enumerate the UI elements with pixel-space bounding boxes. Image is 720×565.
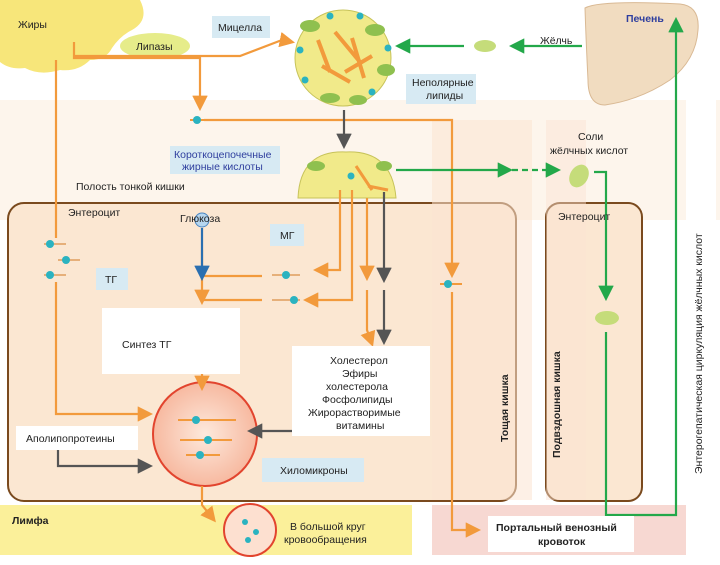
chylomicron-small-molecules [242,519,259,543]
tg-synthesis-box [102,308,240,374]
product-3: холестерола [326,381,388,393]
micelle [294,9,392,107]
product-5: Жирорастворимые [308,407,401,419]
tg-synthesis-label: Синтез ТГ [122,339,172,351]
glucose-label: Глюкоза [180,213,220,225]
portal-label-2: кровоток [538,536,586,548]
cavity-label: Полость тонкой кишки [76,181,185,193]
liver-label: Печень [626,13,664,25]
chylomicrons-label: Хиломикроны [280,465,348,477]
enterocyte-micelle-leaves [307,161,392,171]
ileum-label: Подвздошная кишка [551,351,563,458]
mg-molecules [272,271,300,304]
apolipoproteins-label: Аполипопротеины [26,433,115,445]
chylomicrons-label-box [262,458,364,482]
scfa-label-2: жирные кислоты [182,161,263,173]
bile-leaf-3 [595,311,619,325]
scfa-molecule [190,116,204,124]
product-4: Фосфолипиды [322,394,393,406]
nonpolar-label-box [406,74,476,104]
jejunum-column [432,120,532,500]
glucose-molecule [194,212,210,228]
scfa-label-box [170,146,280,174]
products-box [292,346,430,436]
tg-label-box [96,268,128,290]
enterocyte-micelle-rods [354,165,389,192]
micelle-nonpolar-rods [316,30,374,84]
enterocyte-right-label: Энтероцит [558,211,610,223]
enterohepatic-column [686,100,716,555]
enterocyte-micelle-molecule [347,172,355,180]
chylomicron-small [223,503,277,557]
portal-label-1: Портальный венозный [496,522,617,534]
nonpolar-label-1: Неполярные [412,77,474,89]
bile-leaf-2 [569,164,589,188]
enterocyte-right [545,202,643,502]
lipases-ellipse [120,33,190,59]
bile-salts-label-2: жёлчных кислот [550,145,628,157]
product-6: витамины [336,420,384,432]
chylomicron-molecules [192,416,212,459]
portal-label-box [488,516,634,552]
bile-salts-label-1: Соли [578,131,603,143]
orange-arrows [54,32,482,538]
green-arrows [394,16,684,517]
product-1: Холестерол [330,355,388,367]
tg-molecule [44,240,80,279]
lymph-label: Лимфа [12,515,49,527]
scfa-label-1: Короткоцепочечные [174,149,272,161]
portal-molecule [440,280,462,288]
fats-blob [0,0,144,73]
micelle-bile-leaves [300,20,395,105]
systemic-label-2: кровообращения [284,534,367,546]
jejunum-label: Тощая кишка [499,374,511,442]
nonpolar-label-2: липиды [426,90,463,102]
micelle-label: Мицелла [218,22,262,34]
tg-label: ТГ [105,274,117,286]
enterocyte-left-label: Энтероцит [68,207,120,219]
fats-label: Жиры [18,19,47,31]
enterohepatic-label: Энтерогепатическая циркуляция жёлчных ки… [693,233,705,474]
bile-leaf-1 [474,40,496,52]
micelle-label-box [212,16,270,38]
systemic-label-1: В большой круг [290,521,366,533]
product-2: Эфиры [342,368,377,380]
lipases-label: Липазы [136,41,173,53]
mg-label-box [270,224,304,246]
chylomicron [152,381,258,487]
micelle-molecules [296,12,392,96]
apolipoproteins-box [16,426,138,450]
mg-label: МГ [280,230,295,242]
dark-arrows [56,110,392,474]
bile-label: Жёлчь [540,35,573,47]
